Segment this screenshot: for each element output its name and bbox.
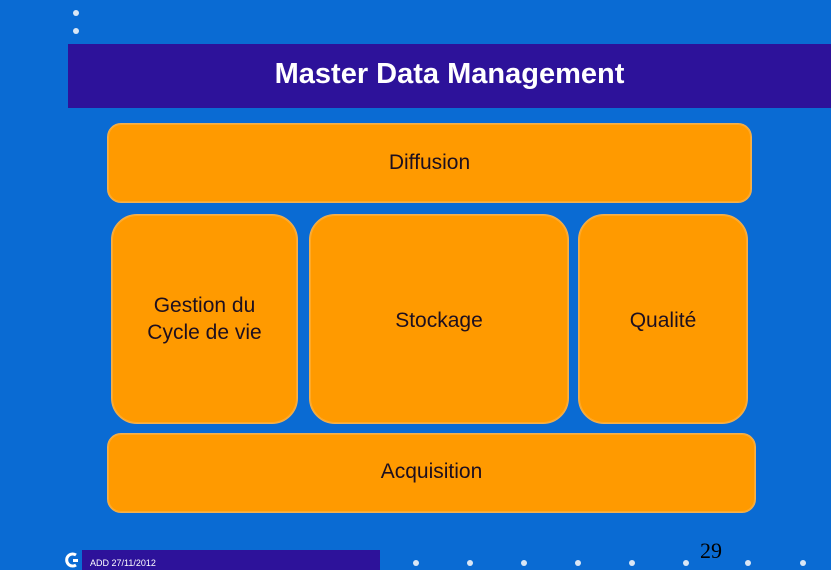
bullet-dot	[575, 560, 581, 566]
footer-bar	[62, 550, 380, 570]
logo-icon	[62, 550, 82, 570]
bullet-dot	[745, 560, 751, 566]
slide-title: Master Data Management	[274, 58, 625, 90]
lifecycle-box: Gestion du Cycle de vie	[111, 214, 298, 424]
quality-label: Qualité	[629, 309, 697, 332]
bullet-dot	[73, 10, 79, 16]
quality-box: Qualité	[578, 214, 748, 424]
lifecycle-label-line1: Gestion du	[153, 294, 256, 317]
bullet-dot	[73, 28, 79, 34]
storage-label: Stockage	[395, 309, 483, 332]
bullet-dot	[413, 560, 419, 566]
lifecycle-label-line2: Cycle de vie	[147, 321, 262, 344]
bullet-dot	[467, 560, 473, 566]
diffusion-box: Diffusion	[107, 123, 752, 203]
bullet-dot	[800, 560, 806, 566]
storage-box: Stockage	[309, 214, 569, 424]
bullet-dot	[683, 560, 689, 566]
acquisition-label: Acquisition	[380, 460, 483, 483]
footer-text: ADD 27/11/2012	[90, 558, 156, 568]
bullet-dot	[521, 560, 527, 566]
diffusion-label: Diffusion	[388, 151, 471, 174]
acquisition-box: Acquisition	[107, 433, 756, 513]
page-number: 29	[700, 538, 722, 563]
title-bar: Master Data Management	[68, 44, 831, 108]
bullet-dot	[629, 560, 635, 566]
